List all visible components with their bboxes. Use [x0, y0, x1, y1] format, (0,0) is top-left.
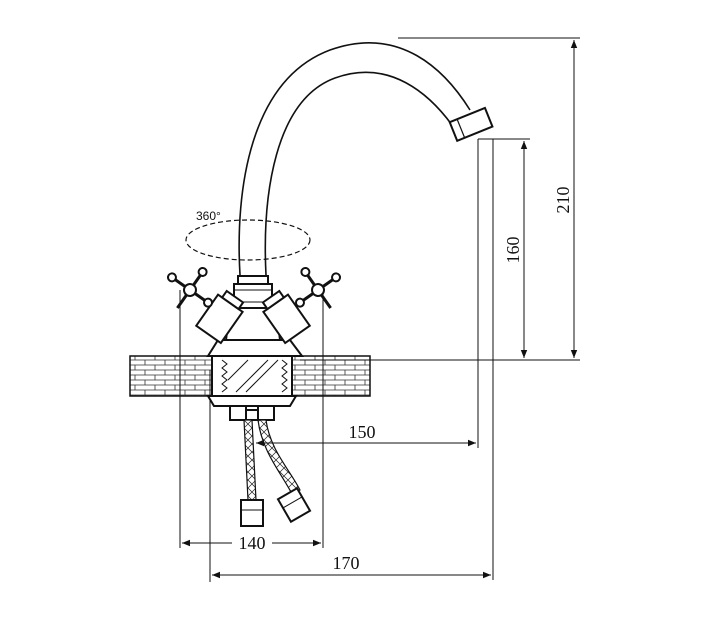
dimension-reach: 150 — [256, 422, 476, 447]
right-valve-handle — [261, 266, 342, 345]
spout — [238, 42, 494, 276]
dim-150-label: 150 — [349, 422, 376, 442]
dimension-overall-width: 170 — [212, 553, 491, 579]
dim-170-label: 170 — [333, 553, 360, 573]
rotation-indicator: 360° — [185, 209, 311, 261]
dimension-handles-span: 140 — [182, 532, 321, 554]
rotation-label: 360° — [196, 209, 221, 223]
dim-160-label: 160 — [503, 237, 523, 264]
extension-lines — [179, 37, 580, 582]
dim-210-label: 210 — [553, 187, 573, 214]
dimension-height-spout: 160 — [503, 141, 528, 358]
dim-140-label: 140 — [239, 533, 266, 553]
dimension-height-total: 210 — [553, 40, 578, 358]
flexible-hoses — [240, 419, 312, 527]
left-valve-handle — [166, 266, 245, 345]
